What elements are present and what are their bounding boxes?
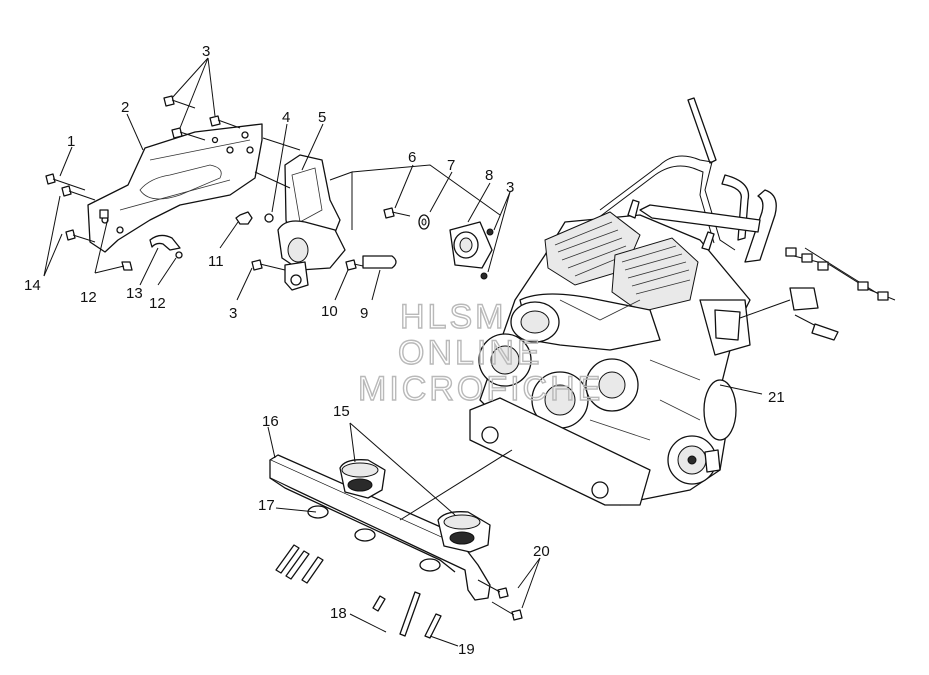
callout-21: 21 bbox=[768, 389, 785, 406]
bolts-top bbox=[163, 95, 241, 141]
callout-8: 8 bbox=[485, 167, 493, 184]
rubber-mount-15a bbox=[339, 459, 386, 499]
callout-labels: 3 2 1 4 5 6 7 8 3 11 3 10 9 14 12 13 12 … bbox=[24, 43, 785, 658]
callout-15: 15 bbox=[333, 403, 350, 420]
callout-3: 3 bbox=[202, 43, 210, 60]
callout-9: 9 bbox=[360, 305, 368, 322]
callout-11: 11 bbox=[208, 253, 224, 270]
watermark-line1: HLSM bbox=[400, 298, 506, 336]
callout-17: 17 bbox=[258, 497, 275, 514]
callout-2: 2 bbox=[121, 99, 129, 116]
callout-3: 3 bbox=[229, 305, 237, 322]
nut-4 bbox=[264, 213, 274, 223]
callout-12: 12 bbox=[149, 295, 166, 312]
bolts-item1-14 bbox=[45, 173, 133, 271]
engine-mount-bracket bbox=[277, 154, 346, 291]
pin-9 bbox=[362, 255, 397, 269]
watermark-line3: MICROFICHE bbox=[358, 370, 603, 408]
callout-5: 5 bbox=[318, 109, 326, 126]
rubber-mount-15b bbox=[437, 511, 491, 553]
callout-4: 4 bbox=[282, 109, 290, 126]
callout-3: 3 bbox=[506, 179, 514, 196]
wiring-harness bbox=[739, 247, 896, 341]
callout-18: 18 bbox=[330, 605, 347, 622]
crossmember-16 bbox=[269, 454, 491, 601]
callout-19: 19 bbox=[458, 641, 475, 658]
callout-6: 6 bbox=[408, 149, 416, 166]
engine-assembly bbox=[469, 97, 777, 506]
rubber-mount-8 bbox=[449, 221, 493, 269]
leader-lines bbox=[43, 57, 763, 647]
callout-20: 20 bbox=[533, 543, 550, 560]
nut-12 bbox=[175, 251, 183, 259]
callout-16: 16 bbox=[262, 413, 279, 430]
clamp bbox=[149, 234, 181, 251]
callout-7: 7 bbox=[447, 157, 455, 174]
callout-12: 12 bbox=[80, 289, 97, 306]
callout-1: 1 bbox=[67, 133, 75, 150]
watermark: HLSM ONLINE MICROFICHE bbox=[357, 297, 603, 408]
mount-plate-bracket bbox=[87, 123, 263, 253]
callout-10: 10 bbox=[321, 303, 338, 320]
nut-11 bbox=[235, 211, 253, 225]
watermark-line2: ONLINE bbox=[398, 334, 543, 372]
callout-14: 14 bbox=[24, 277, 41, 294]
callout-13: 13 bbox=[126, 285, 143, 302]
